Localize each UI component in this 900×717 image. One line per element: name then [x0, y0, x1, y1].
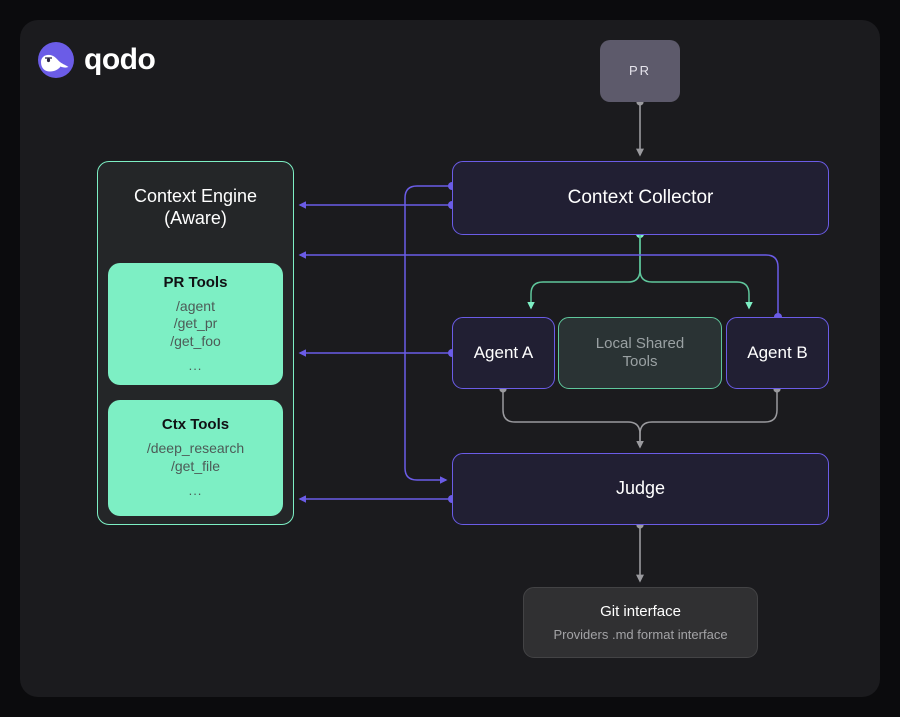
- node-pr[interactable]: PR: [600, 40, 680, 102]
- node-git-interface-subtitle: Providers .md format interface: [553, 626, 728, 642]
- node-judge-label: Judge: [615, 478, 666, 499]
- node-agent-a[interactable]: Agent A: [452, 317, 555, 389]
- node-agent-b-label: Agent B: [747, 342, 808, 362]
- node-pr-label: PR: [628, 63, 652, 79]
- brand-logo: qodo: [38, 38, 228, 82]
- pr-tools-item: /get_foo: [170, 332, 221, 349]
- node-context-engine-label-line1: Context Engine: [133, 186, 258, 206]
- node-judge[interactable]: Judge: [452, 453, 829, 525]
- qodo-logo-icon: [38, 42, 74, 78]
- node-context-engine-label: Context Engine (Aware): [134, 186, 257, 230]
- pr-tools-more: ...: [188, 358, 203, 374]
- node-local-shared-tools[interactable]: Local Shared Tools: [558, 317, 722, 389]
- pr-tools-item: /agent: [176, 297, 215, 314]
- node-local-shared-tools-label: Local Shared Tools: [596, 335, 684, 372]
- node-git-interface[interactable]: Git interface Providers .md format inter…: [523, 587, 758, 658]
- node-git-interface-title: Git interface: [600, 603, 681, 621]
- ctx-tools-title: Ctx Tools: [161, 416, 230, 434]
- pr-tools-title: PR Tools: [163, 273, 228, 291]
- ctx-tools-more: ...: [188, 483, 203, 499]
- node-agent-a-label: Agent A: [473, 342, 534, 362]
- brand-name: qodo: [84, 43, 156, 76]
- node-agent-b[interactable]: Agent B: [726, 317, 829, 389]
- node-context-collector[interactable]: Context Collector: [452, 161, 829, 235]
- node-context-engine-label-line2: (Aware): [164, 207, 227, 228]
- ctx-tools-item: /get_file: [170, 457, 221, 474]
- node-pr-tools[interactable]: PR Tools /agent /get_pr /get_foo ...: [108, 263, 283, 385]
- node-ctx-tools[interactable]: Ctx Tools /deep_research /get_file ...: [108, 400, 283, 516]
- ctx-tools-item: /deep_research: [146, 440, 245, 457]
- local-shared-tools-line2: Tools: [622, 353, 658, 370]
- pr-tools-item: /get_pr: [173, 315, 218, 332]
- local-shared-tools-line1: Local Shared: [595, 334, 685, 352]
- node-context-collector-label: Context Collector: [567, 187, 714, 209]
